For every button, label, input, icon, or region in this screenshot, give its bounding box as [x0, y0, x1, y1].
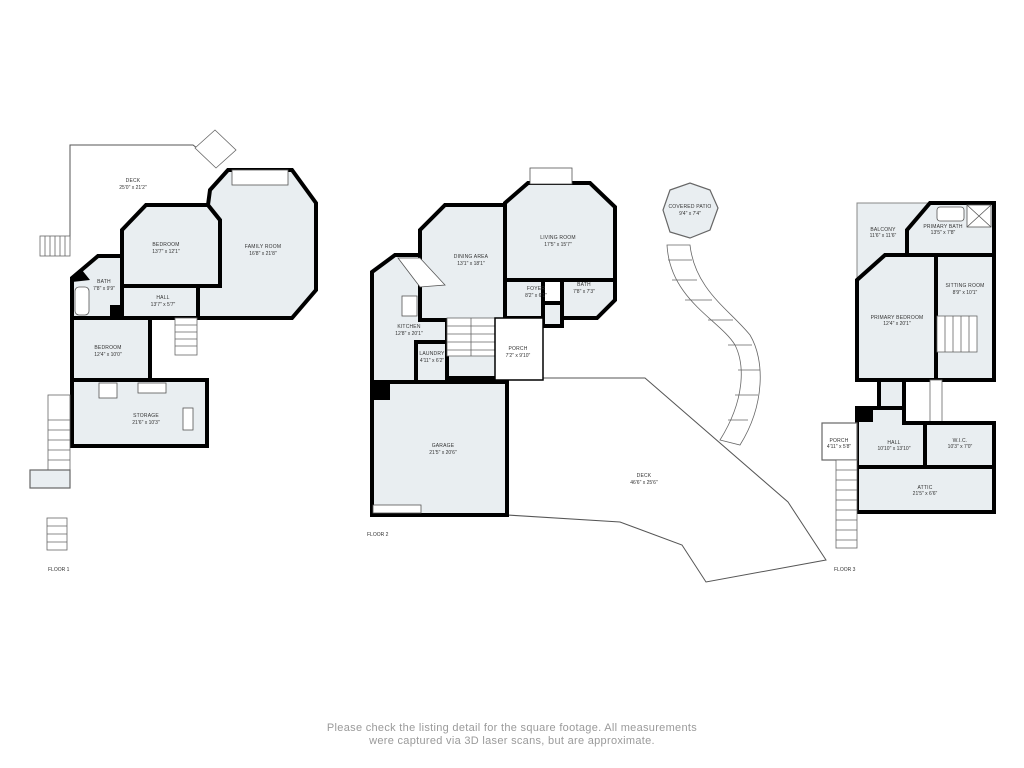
- room-attic: [855, 465, 996, 514]
- room-dims: 7'8" x 9'9": [93, 286, 115, 292]
- disclaimer: Please check the listing detail for the …: [0, 722, 1024, 748]
- curved-stairs: [666, 244, 761, 446]
- room-hall: [120, 284, 200, 320]
- covered-patio-outline: [662, 182, 719, 239]
- room-laundry: [414, 340, 449, 384]
- floor-label: FLOOR 2: [367, 532, 389, 538]
- room-living-room: [503, 181, 617, 282]
- room-dims: 10'3" x 7'0": [948, 444, 973, 450]
- room-label: DINING AREA: [454, 254, 489, 260]
- disclaimer-line-2: were captured via 3D laser scans, but ar…: [369, 735, 655, 747]
- floor-label: FLOOR 3: [834, 567, 856, 573]
- room-label: BEDROOM: [152, 242, 179, 248]
- room-dims: 4'11" x 6'2": [420, 358, 444, 364]
- room-label: STORAGE: [133, 413, 159, 419]
- floor-2: DINING AREA 13'1" x 18'1" LIVING ROOM 17…: [367, 167, 827, 583]
- room-label: ATTIC: [917, 485, 932, 491]
- room-dims: 25'0" x 21'2": [119, 185, 147, 191]
- stairs: [174, 317, 198, 356]
- room-dims: 8'9" x 10'1": [953, 290, 978, 296]
- room-dims: 13'7" x 12'1": [152, 249, 180, 255]
- room-dims: 13'1" x 18'1": [457, 261, 485, 267]
- room-dims: 21'5" x 6'6": [913, 491, 938, 497]
- room-label: COVERED PATIO: [669, 204, 712, 210]
- room-label: BEDROOM: [94, 345, 121, 351]
- room-dims: 21'6" x 10'3": [132, 420, 160, 426]
- stairs: [39, 129, 237, 257]
- room-dims: 7'8" x 7'3": [573, 289, 595, 295]
- floor-3: BALCONY 11'6" x 11'6" PRIMARY BATH 13'5"…: [821, 201, 996, 573]
- room-label: PRIMARY BATH: [923, 224, 963, 230]
- room-dims: 12'4" x 20'1": [883, 321, 911, 327]
- room-label: LIVING ROOM: [540, 235, 576, 241]
- room-label: PORCH: [508, 346, 527, 352]
- room-dims: 12'8" x 20'1": [395, 331, 423, 337]
- room-porch: [821, 422, 858, 461]
- room-label: PRIMARY BEDROOM: [871, 315, 924, 321]
- room-dims: 13'7" x 5'7": [151, 302, 176, 308]
- stairs: [936, 315, 978, 353]
- room-dims: 21'5" x 20'6": [429, 450, 457, 456]
- room-label: PORCH: [829, 438, 848, 444]
- floor-1: DECK 25'0" x 21'2" BEDROOM 13'7" x 12'1"…: [29, 129, 318, 573]
- room-garage: [370, 380, 509, 517]
- room-label: BATH: [97, 279, 111, 285]
- stairs: [835, 459, 858, 549]
- room-dims: 4'11" x 5'8": [827, 444, 851, 450]
- room-porch: [494, 317, 544, 381]
- room-dims: 17'5" x 15'7": [544, 242, 572, 248]
- room-label: HALL: [887, 440, 900, 446]
- room-bedroom-2: [70, 316, 152, 382]
- room-label: BATH: [577, 282, 591, 288]
- room-label: W.I.C.: [953, 438, 968, 444]
- stairs: [929, 379, 943, 424]
- room-label: SITTING ROOM: [945, 283, 984, 289]
- room-dims: 7'2" x 9'10": [506, 353, 531, 359]
- deck-outline: [506, 377, 827, 583]
- room-hall-connector: [877, 378, 906, 410]
- room-label: FOYER: [527, 286, 545, 292]
- room-label: LAUNDRY: [419, 351, 445, 357]
- room-closet: [541, 301, 564, 328]
- room-dims: 16'8" x 21'8": [249, 251, 277, 257]
- room-dims: 8'2" x 6'1": [525, 293, 547, 299]
- room-dims: 11'6" x 11'6": [870, 233, 897, 239]
- room-dims: 13'5" x 7'8": [931, 230, 956, 236]
- room-dims: 10'10" x 13'10": [878, 446, 911, 452]
- room-label: GARAGE: [432, 443, 455, 449]
- room-label: DECK: [126, 178, 141, 184]
- room-wic: [923, 421, 996, 469]
- room-label: DECK: [637, 473, 652, 479]
- room-dims: 46'6" x 25'6": [630, 480, 658, 486]
- room-label: HALL: [156, 295, 169, 301]
- room-label: KITCHEN: [397, 324, 421, 330]
- room-label: FAMILY ROOM: [245, 244, 281, 250]
- floor-label: FLOOR 1: [48, 567, 70, 573]
- room-label: BALCONY: [870, 227, 896, 233]
- room-dims: 12'4" x 10'0": [94, 352, 122, 358]
- disclaimer-line-1: Please check the listing detail for the …: [326, 722, 698, 734]
- room-dims: 9'4" x 7'4": [679, 211, 701, 217]
